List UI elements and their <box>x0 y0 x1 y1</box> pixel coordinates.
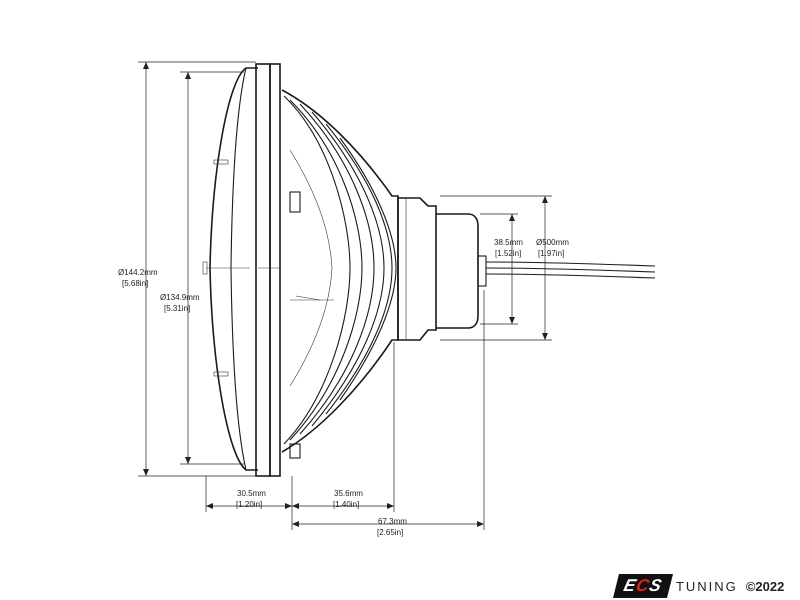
lens-diameter-in: [5.31in] <box>164 304 190 313</box>
rear-housing <box>397 197 487 341</box>
bezel-flange <box>255 63 281 477</box>
lens-shape <box>202 67 258 471</box>
housing-diameter-mm: Ø500mm <box>536 238 569 247</box>
body-depth-in: [1.40in] <box>333 500 359 509</box>
dim-lens-diameter <box>180 71 244 465</box>
lens-depth-mm: 30.5mm <box>237 489 266 498</box>
dim-housing-diameter <box>440 195 552 341</box>
housing-diameter-in: [1.97in] <box>538 249 564 258</box>
dim-total-depth <box>292 290 485 530</box>
total-depth-in: [2.65in] <box>377 528 403 537</box>
dim-lens-depth <box>205 476 293 530</box>
dim-outer-diameter <box>138 61 256 477</box>
ecs-badge: ECS <box>613 574 673 598</box>
body-depth-mm: 35.6mm <box>334 489 363 498</box>
heatsink-body <box>281 89 399 459</box>
copyright-text: ©2022 <box>745 578 785 594</box>
lens-diameter-mm: Ø134.9mm <box>160 293 200 302</box>
lens-depth-in: [1.20in] <box>236 500 262 509</box>
total-depth-mm: 67.3mm <box>378 517 407 526</box>
outer-diameter-in: [5.68in] <box>122 279 148 288</box>
outer-diameter-mm: Ø144.2mm <box>118 268 158 277</box>
ecs-tuning-logo: ECS TUNING ©2022 <box>613 574 785 598</box>
logo-tuning-text: TUNING <box>675 578 738 594</box>
connector-height-mm: 38.5mm <box>494 238 523 247</box>
dim-connector-height <box>480 213 518 325</box>
connector-height-in: [1.52in] <box>495 249 521 258</box>
wire-leads <box>485 261 656 279</box>
dim-body-depth <box>292 342 395 512</box>
